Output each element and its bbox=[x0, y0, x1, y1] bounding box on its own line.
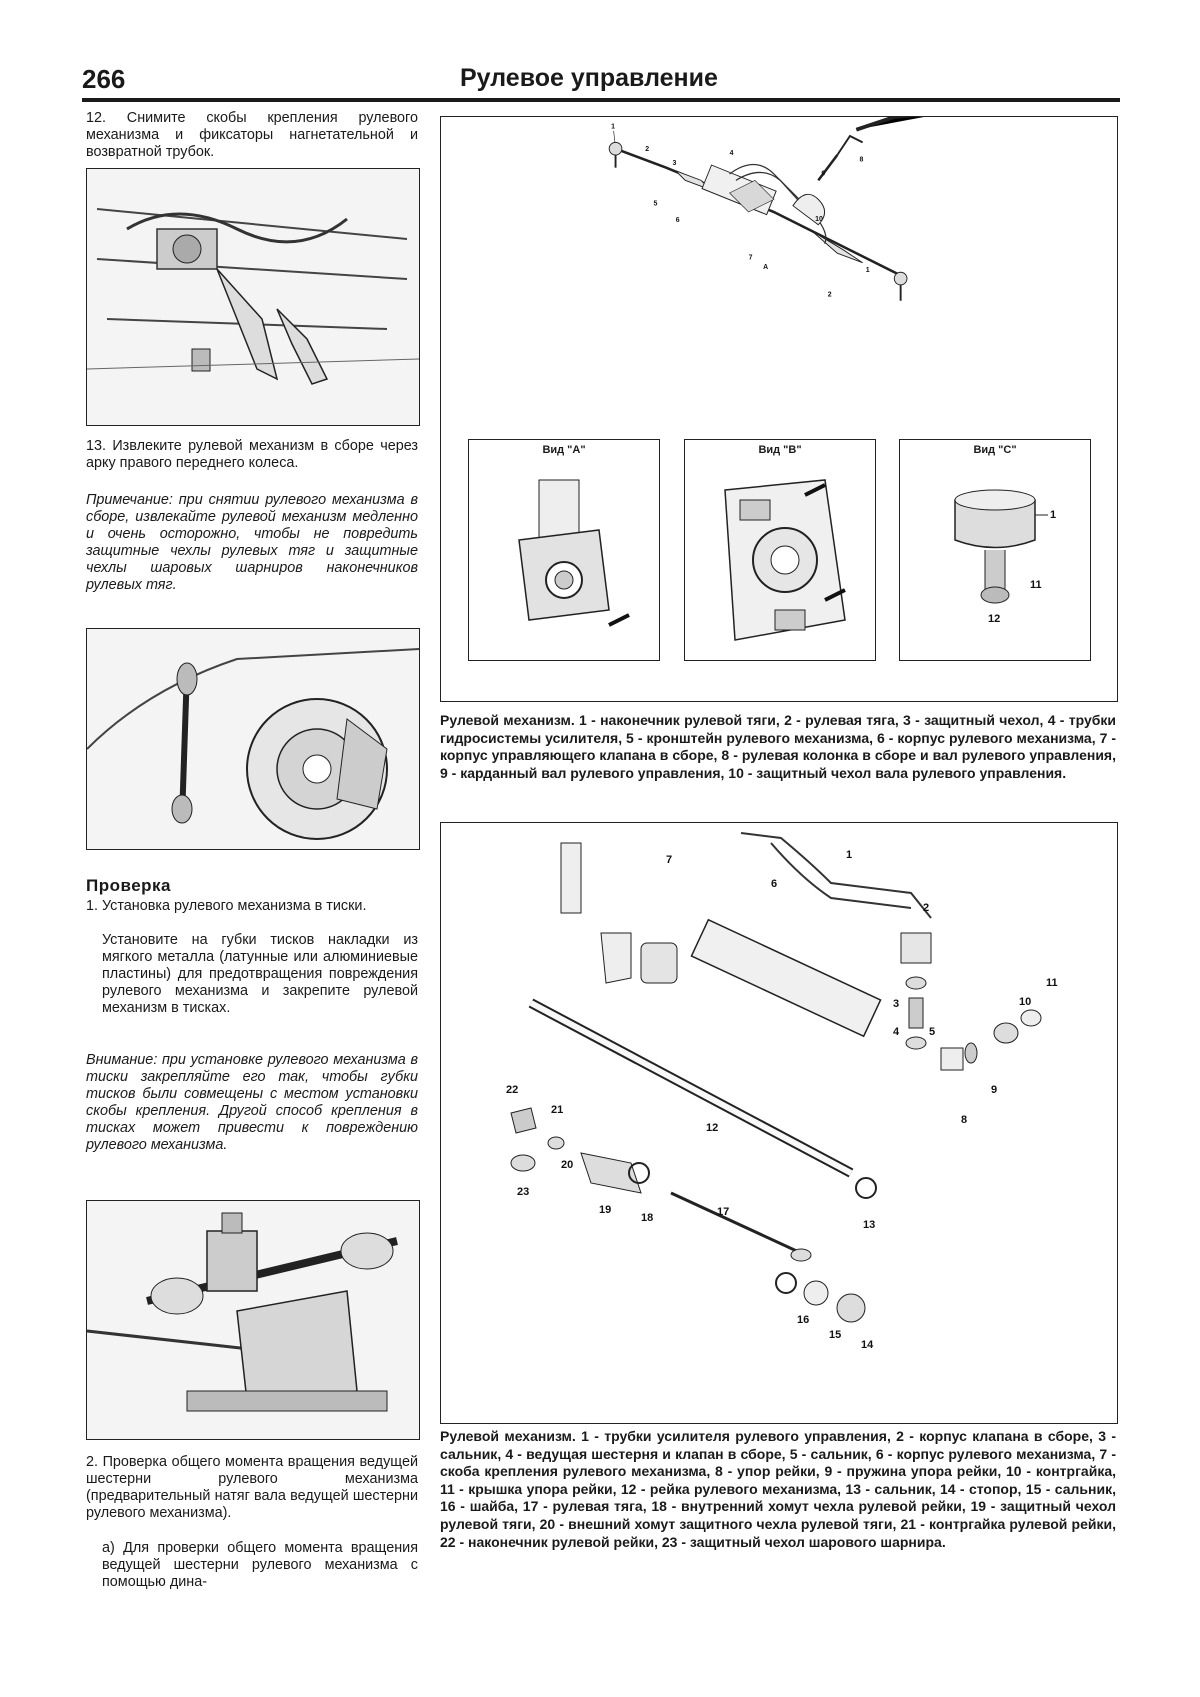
fig2-callout-22: 22 bbox=[506, 1084, 518, 1096]
inset-view-a: Вид "A" bbox=[468, 439, 660, 661]
fig2-callout-10: 10 bbox=[1019, 996, 1031, 1008]
fig2-callout-12: 12 bbox=[706, 1122, 718, 1134]
check-2-text: 2. Проверка общего момента вращения веду… bbox=[86, 1454, 418, 1521]
figure-steering-assembly: 1 2 3 4 5 6 7 8 9 10 A 1 2 Вид "A" Вид "… bbox=[440, 116, 1118, 702]
fig1-callout-7: 7 bbox=[749, 255, 753, 262]
view-a-illustration bbox=[518, 479, 630, 627]
fig2-callout-5: 5 bbox=[929, 1026, 935, 1038]
figure1-caption: Рулевой механизм. 1 - наконечник рулевой… bbox=[440, 712, 1116, 781]
inset-view-b: Вид "B" bbox=[684, 439, 876, 661]
wheel-arch-illustration bbox=[87, 629, 419, 849]
fig2-callout-20: 20 bbox=[561, 1159, 573, 1171]
fig2-callout-4: 4 bbox=[893, 1026, 900, 1038]
check-1-title: 1. Установка рулевого механизма в тиски. bbox=[86, 898, 367, 914]
fig1-callout-5: 5 bbox=[654, 201, 658, 208]
fig1-callout-9: 9 bbox=[821, 170, 825, 177]
fig2-callout-16: 16 bbox=[797, 1314, 809, 1326]
inset-view-c-title: Вид "C" bbox=[973, 444, 1017, 456]
fig2-callout-14: 14 bbox=[861, 1339, 874, 1351]
inset-view-a-title: Вид "A" bbox=[542, 444, 586, 456]
fig1-callout-4: 4 bbox=[730, 150, 734, 157]
fig1-callout-1-top: 1 bbox=[611, 123, 615, 130]
figure-exploded-view: 1 2 3 4 5 6 7 8 9 10 11 12 13 14 15 16 1… bbox=[440, 822, 1118, 1424]
fig2-callout-8: 8 bbox=[961, 1114, 967, 1126]
fig2-callout-7: 7 bbox=[666, 854, 672, 866]
inset-view-c: Вид "C" 1 11 12 bbox=[899, 439, 1091, 661]
fig2-callout-17: 17 bbox=[717, 1206, 729, 1218]
fig2-callout-15: 15 bbox=[829, 1329, 841, 1341]
steering-assembly-diagram: 1 2 3 4 5 6 7 8 9 10 A 1 2 bbox=[608, 117, 924, 301]
fig1-callout-8: 8 bbox=[859, 156, 863, 163]
fig2-callout-9: 9 bbox=[991, 1084, 997, 1096]
header-rule bbox=[82, 98, 1120, 102]
view-c-callout-1: 1 bbox=[1050, 509, 1056, 521]
check-1-body: Установите на губки тисков накладки из м… bbox=[102, 932, 418, 1016]
page-title: Рулевое управление bbox=[460, 64, 718, 92]
fig2-callout-3: 3 bbox=[893, 998, 899, 1010]
view-b-illustration bbox=[724, 479, 846, 641]
bracket-removal-illustration bbox=[87, 169, 419, 425]
section-title-check: Проверка bbox=[86, 876, 172, 895]
fig2-callout-19: 19 bbox=[599, 1204, 611, 1216]
view-c-callout-12: 12 bbox=[988, 613, 1000, 625]
check-2a-text: а) Для проверки общего момента вращения … bbox=[102, 1540, 418, 1590]
figure-bracket-removal bbox=[86, 168, 420, 426]
step-13-text: 13. Извлеките рулевой механизм в сборе ч… bbox=[86, 438, 418, 471]
fig2-callout-21: 21 bbox=[551, 1104, 563, 1116]
fig1-callout-A: A bbox=[763, 264, 768, 271]
view-c-callout-11: 11 bbox=[1030, 579, 1042, 591]
page-number: 266 bbox=[82, 64, 126, 94]
vise-illustration bbox=[87, 1201, 419, 1439]
fig2-callout-6: 6 bbox=[771, 878, 777, 890]
fig1-callout-1-right: 1 bbox=[866, 267, 870, 274]
view-c-illustration: 1 11 12 bbox=[954, 489, 1056, 625]
removal-note: Примечание: при снятии рулевого механизм… bbox=[86, 492, 418, 593]
fig2-callout-11: 11 bbox=[1046, 977, 1058, 989]
fig1-callout-2-right: 2 bbox=[828, 291, 832, 298]
inset-view-b-title: Вид "B" bbox=[758, 444, 802, 456]
fig1-callout-10: 10 bbox=[815, 216, 823, 223]
fig2-callout-18: 18 bbox=[641, 1212, 653, 1224]
fig1-callout-3: 3 bbox=[673, 160, 677, 167]
fig1-callout-2-left: 2 bbox=[645, 146, 649, 153]
vise-warning: Внимание: при установке рулевого механиз… bbox=[86, 1052, 418, 1153]
figure-wheel-arch bbox=[86, 628, 420, 850]
step-12-text: 12. Снимите скобы крепления рулевого мех… bbox=[86, 110, 418, 160]
exploded-view-diagram: 1 2 3 4 5 6 7 8 9 10 11 12 13 14 15 16 1… bbox=[506, 832, 1058, 1351]
fig2-callout-1: 1 bbox=[846, 849, 852, 861]
fig2-callout-23: 23 bbox=[517, 1186, 529, 1198]
fig2-callout-13: 13 bbox=[863, 1219, 875, 1231]
figure2-caption: Рулевой механизм. 1 - трубки усилителя р… bbox=[440, 1428, 1116, 1550]
figure-vise bbox=[86, 1200, 420, 1440]
fig1-callout-6: 6 bbox=[676, 217, 680, 224]
fig2-callout-2: 2 bbox=[923, 902, 929, 914]
